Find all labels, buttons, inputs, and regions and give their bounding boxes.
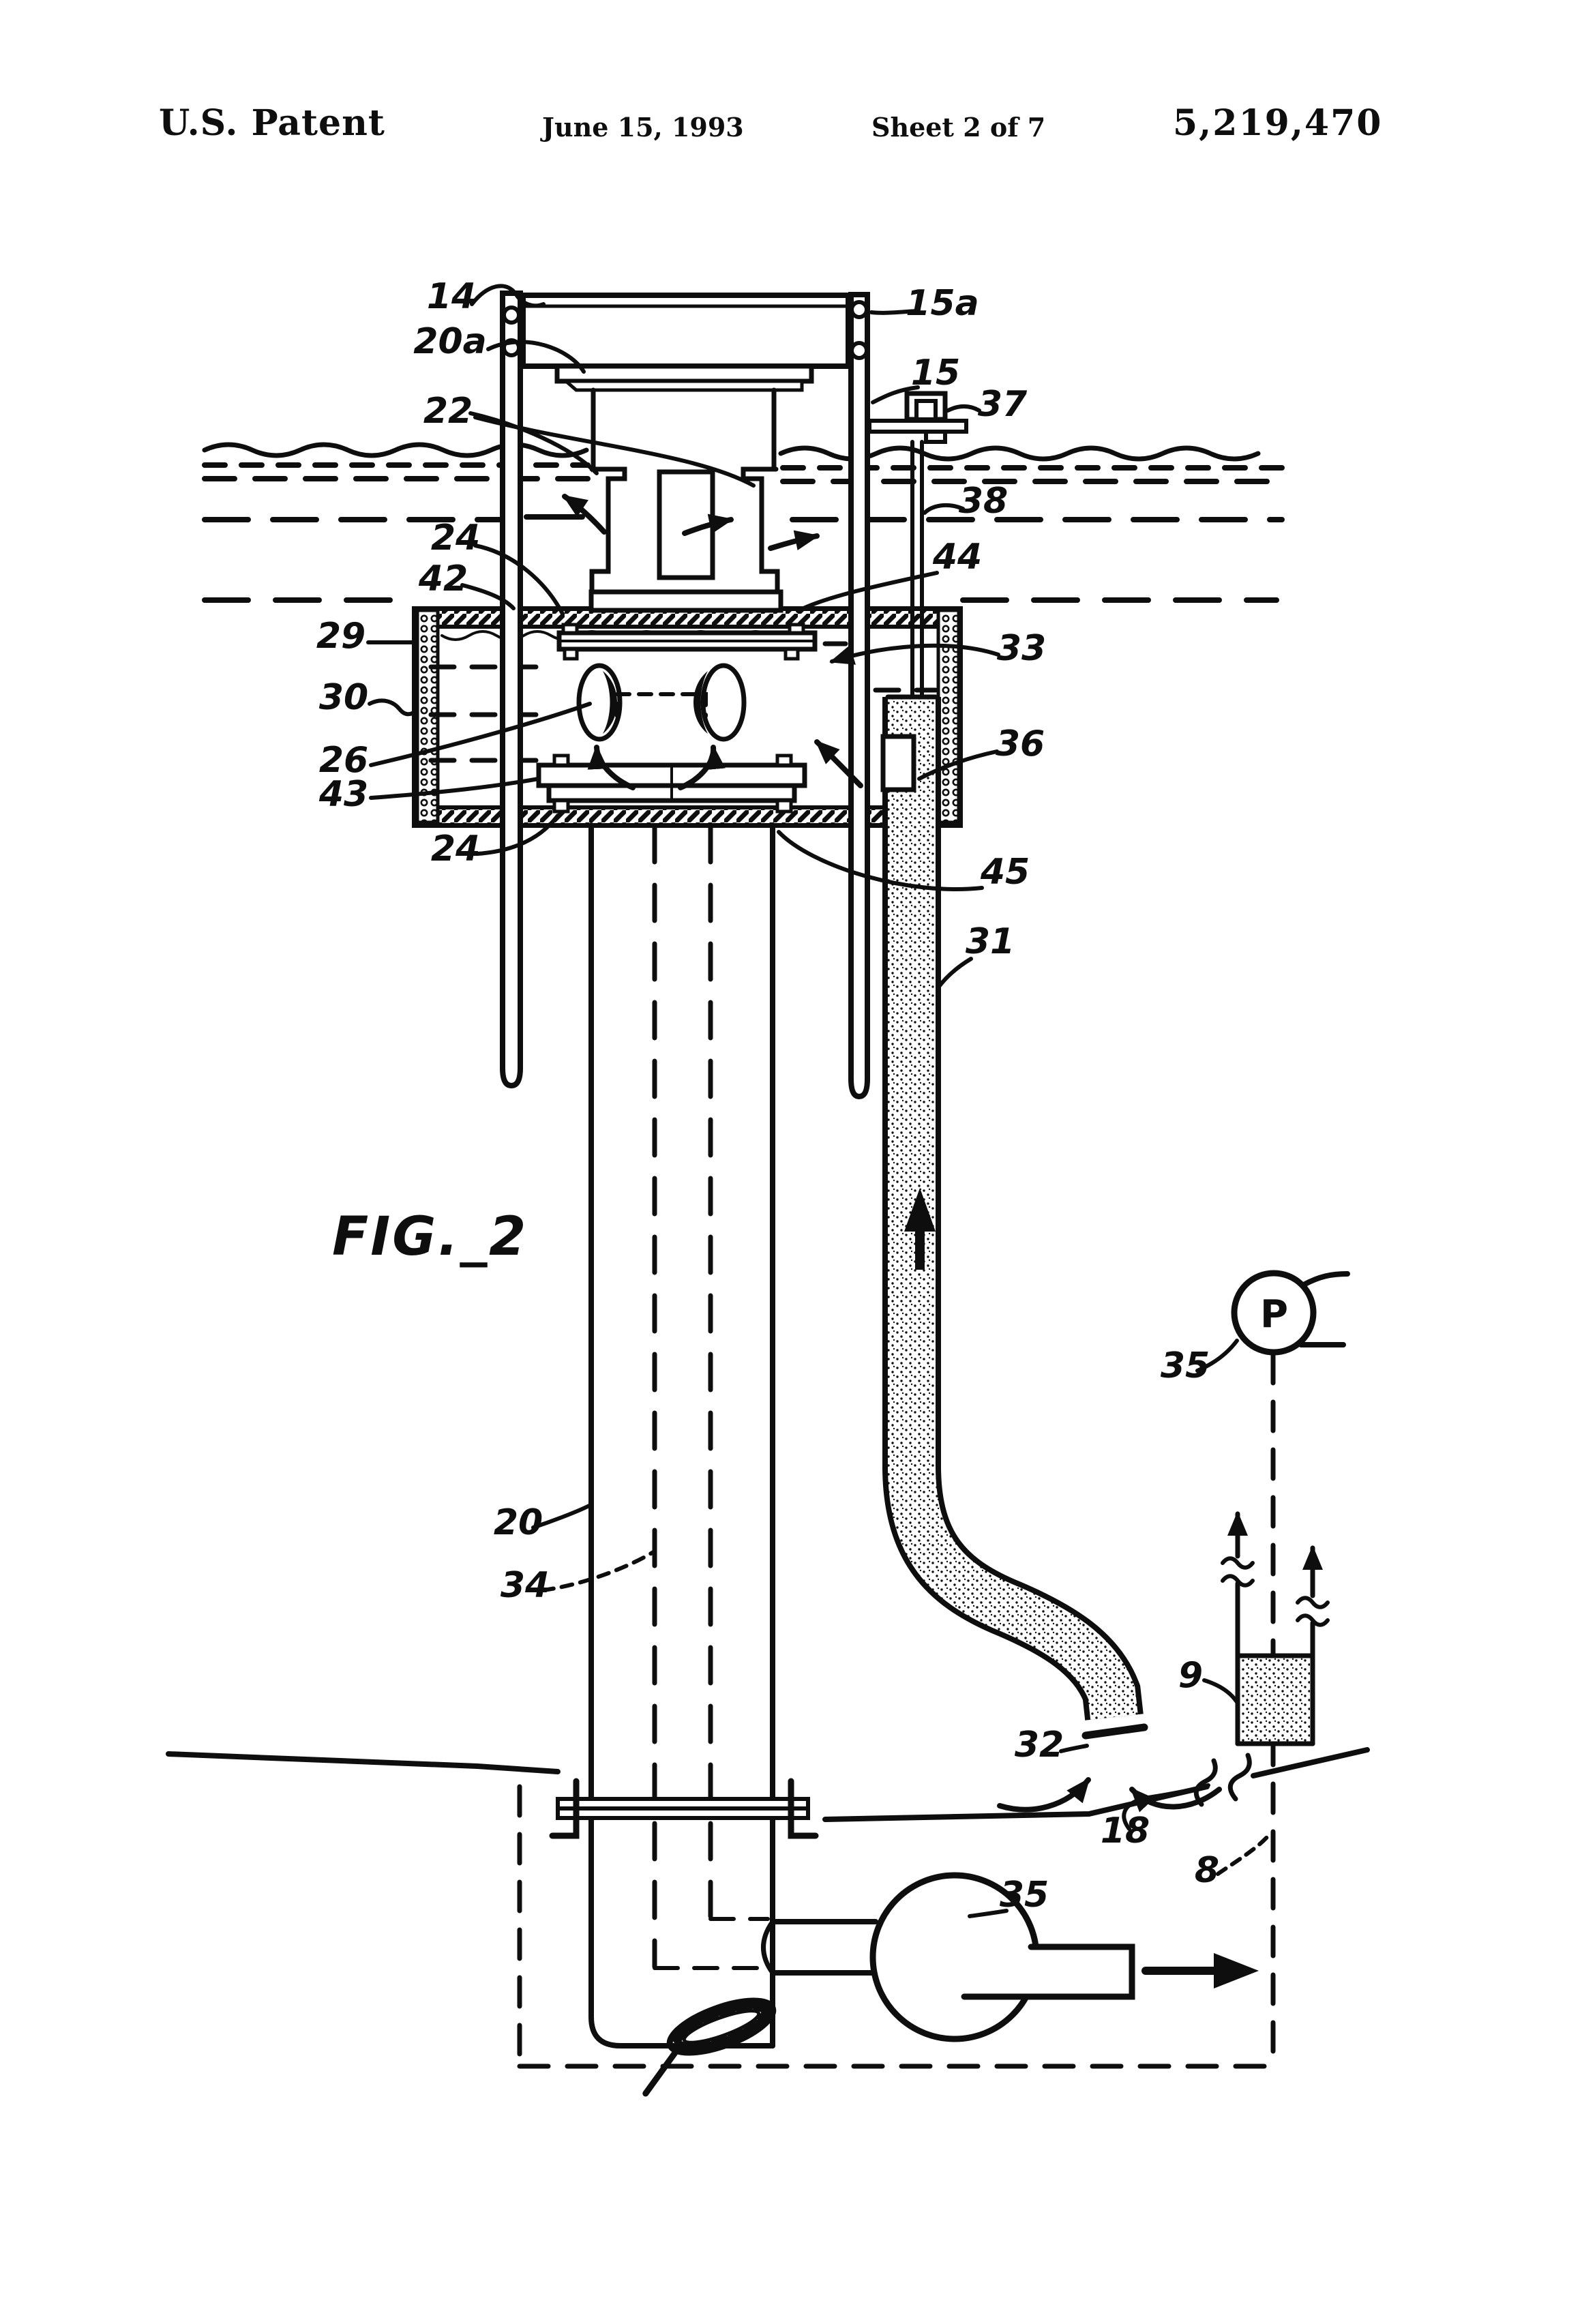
leader-lines xyxy=(366,284,1270,1918)
ref-44: 44 xyxy=(932,537,982,578)
patent-label: U.S. Patent xyxy=(159,102,385,144)
motor-housing xyxy=(588,466,783,613)
discharge-pump xyxy=(761,1872,1259,2042)
ref-35-priming-pump: 35 xyxy=(1161,1345,1210,1386)
ref-30: 30 xyxy=(319,677,368,718)
ref-45: 45 xyxy=(980,852,1030,893)
gauge-rod-bracket xyxy=(867,391,968,698)
discharge-column xyxy=(588,822,775,2049)
ref-43: 43 xyxy=(318,774,368,815)
sheet-number: Sheet 2 of 7 xyxy=(871,112,1046,143)
figure-title: FIG._2 xyxy=(332,1206,528,1268)
ref-20a: 20a xyxy=(413,321,486,362)
ref-8: 8 xyxy=(1195,1850,1219,1891)
impeller-blades xyxy=(576,663,747,742)
left-guide-rail xyxy=(500,290,523,1089)
reference-labels: 1420a222442293026432415a1537384433364531… xyxy=(316,276,1219,1916)
pipe-inlet-fitting xyxy=(880,734,916,792)
ref-22: 22 xyxy=(423,391,473,432)
lower-seal-plate xyxy=(536,754,807,814)
ref-42: 42 xyxy=(418,558,468,599)
ref-15: 15 xyxy=(911,353,960,393)
ref-26: 26 xyxy=(319,740,368,781)
patent-number: 5,219,470 xyxy=(1173,102,1383,144)
ref-15a: 15a xyxy=(906,283,979,324)
ref-32: 32 xyxy=(1015,1725,1064,1766)
priming-pump-symbol xyxy=(1231,1270,1350,1356)
ref-36: 36 xyxy=(996,724,1045,764)
ref-20: 20 xyxy=(494,1502,543,1543)
upper-seal-plate xyxy=(556,623,818,661)
issue-date: June 15, 1993 xyxy=(542,112,744,143)
ref-9: 9 xyxy=(1178,1655,1203,1696)
pipe-coupling xyxy=(549,1778,819,1839)
ref-29: 29 xyxy=(316,616,365,657)
rope-loop xyxy=(642,1997,777,2097)
ref-33: 33 xyxy=(997,628,1046,669)
sand-standpipe xyxy=(1221,1511,1330,1746)
pump-outlet-arrow xyxy=(1214,1953,1259,1988)
ref-24-upper: 24 xyxy=(431,518,480,558)
ref-38: 38 xyxy=(959,481,1008,522)
ref-37: 37 xyxy=(978,384,1028,425)
pump-symbol-letter: P xyxy=(1260,1292,1288,1337)
upflow-arrow xyxy=(915,1232,925,1270)
flow-arrows xyxy=(562,494,1222,1813)
right-guide-rail xyxy=(848,292,870,1100)
ref-18: 18 xyxy=(1101,1811,1150,1851)
ref-35-discharge-pump: 35 xyxy=(1000,1875,1049,1916)
ref-31: 31 xyxy=(966,921,1015,962)
ref-24-lower: 24 xyxy=(431,829,480,869)
sheet-header: U.S. Patent June 15, 1993 Sheet 2 of 7 5… xyxy=(0,102,1582,164)
motor-support-frame xyxy=(520,293,851,473)
ref-34: 34 xyxy=(501,1565,550,1606)
ref-14: 14 xyxy=(427,276,476,317)
